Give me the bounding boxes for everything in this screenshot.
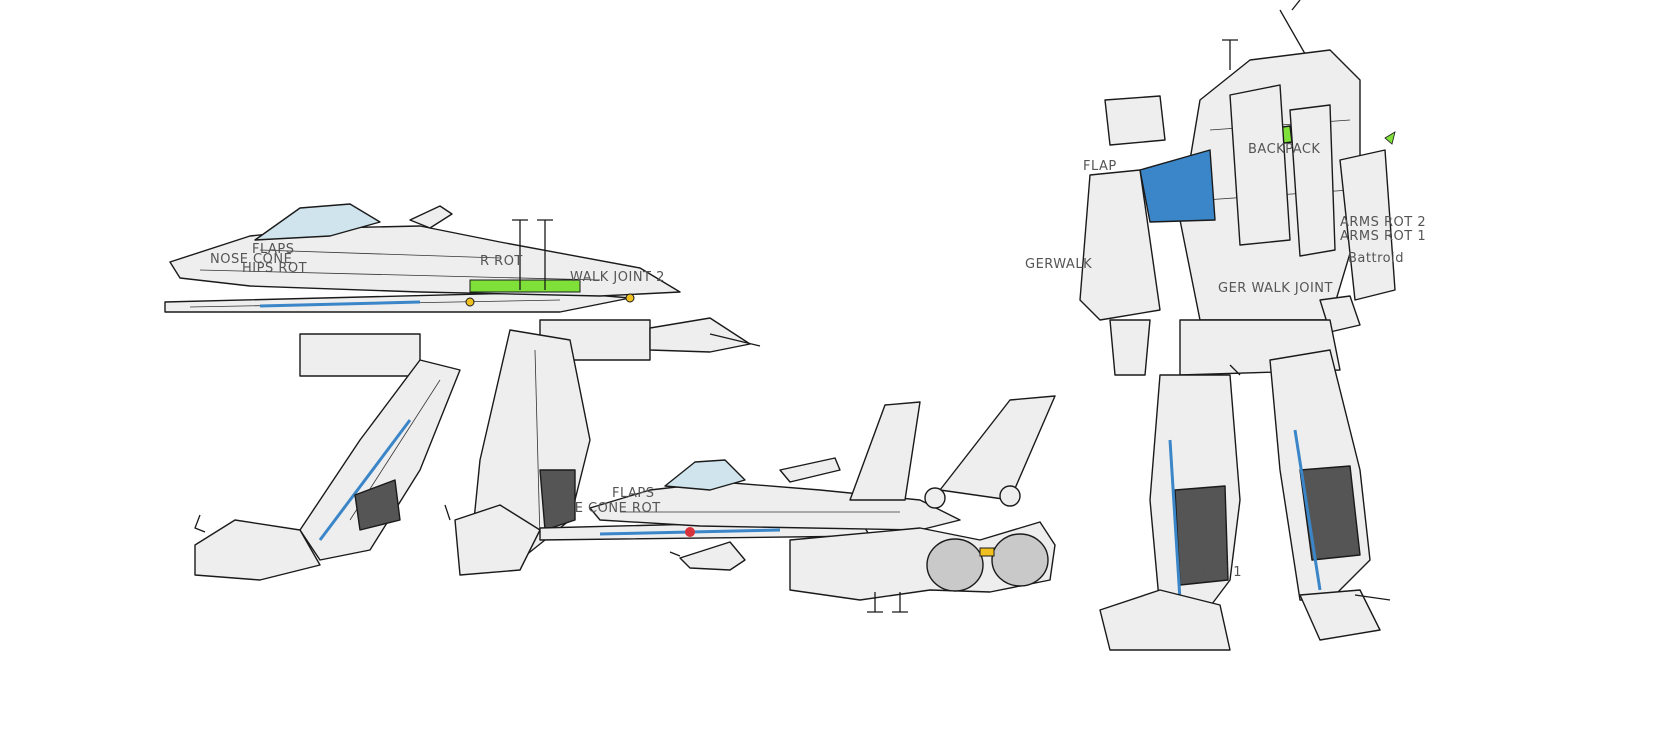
battroid-label-arms-rot-2: ARMS ROT 2 bbox=[1340, 215, 1427, 230]
battroid-label-knee-1: KNEE 1 bbox=[1192, 565, 1243, 580]
gerwalk-mode-model bbox=[164, 203, 761, 581]
battroid-mode-model bbox=[1079, 0, 1396, 651]
gerwalk-canopy bbox=[254, 203, 381, 241]
fighter-tail-fin-2 bbox=[939, 395, 1056, 501]
gerwalk-label-nose-cone: NOSE CONE bbox=[210, 252, 293, 267]
gerwalk-label-flaps: FLAPS bbox=[252, 242, 295, 257]
battroid-left-arm-shield bbox=[1079, 169, 1161, 321]
battroid-label-flap: FLAP bbox=[1083, 159, 1117, 174]
battroid-left-shoulder bbox=[1104, 95, 1166, 146]
fighter-mode-model bbox=[539, 395, 1056, 613]
battroid-label-gerwalk: GERWALK bbox=[1025, 257, 1093, 272]
battroid-label-battroid: Battroid bbox=[1348, 251, 1404, 266]
fighter-label-nose-cone-rot: NOSE CONE ROT bbox=[545, 501, 661, 516]
battroid-backpack bbox=[1229, 84, 1291, 246]
gerwalk-label-walk-joint-2: WALK JOINT 2 bbox=[570, 270, 665, 285]
fighter-canopy bbox=[664, 459, 746, 491]
fighter-tail-fin-1 bbox=[849, 401, 921, 501]
battroid-label-arms-rot-1: ARMS ROT 1 bbox=[1340, 229, 1427, 244]
battroid-label-backpack: BACKPACK bbox=[1248, 142, 1321, 157]
fighter-label-flaps: FLAPS bbox=[612, 486, 655, 501]
battroid-label-ger-walk-joint: GER WALK JOINT bbox=[1218, 281, 1333, 296]
gerwalk-label-hips-rot: HIPS ROT bbox=[242, 261, 308, 276]
fighter-engine-pod bbox=[789, 521, 1056, 601]
gerwalk-label-r-rot: R ROT bbox=[480, 254, 523, 269]
